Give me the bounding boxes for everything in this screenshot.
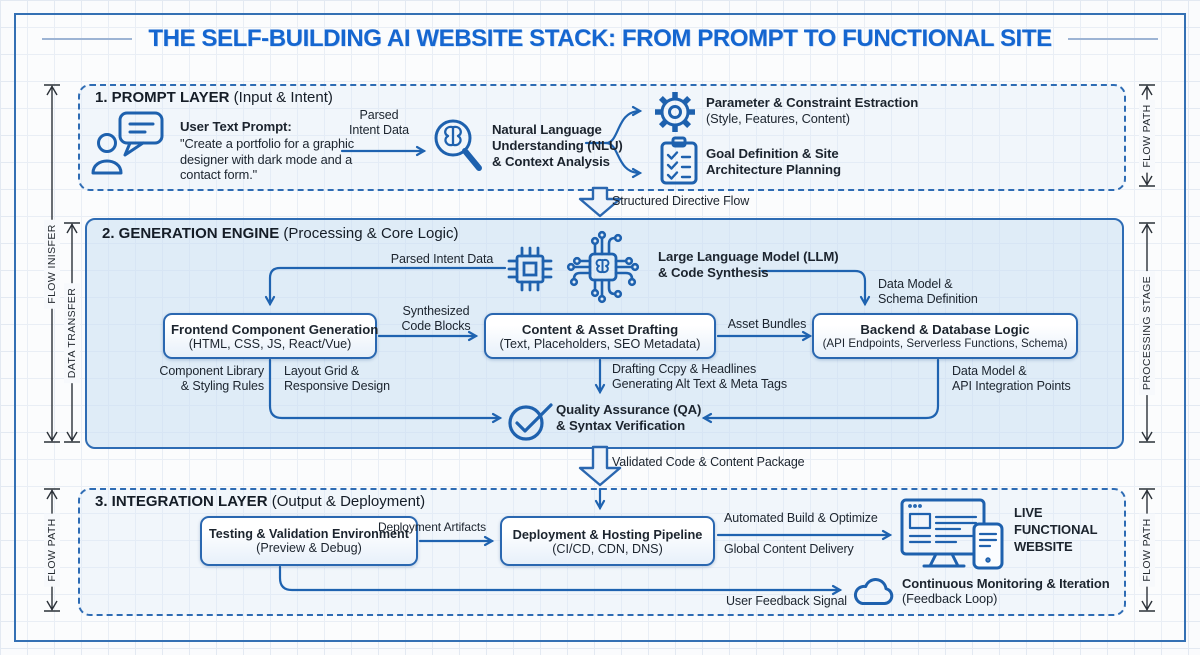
gear-icon	[655, 92, 695, 132]
dim-left-data-transfer: DATA TRANSFER	[60, 222, 84, 443]
page-title: THE SELF-BUILDING AI WEBSITE STACK: FROM…	[148, 25, 1052, 52]
testing-validation-title: Testing & Validation Environment	[209, 527, 409, 541]
deployment-pipeline-subtitle: (CI/CD, CDN, DNS)	[552, 541, 663, 556]
backend-logic-title: Backend & Database Logic	[860, 322, 1030, 337]
title-rule-right	[1067, 38, 1159, 40]
dim-label-flow-path-left: FLOW PATH	[44, 513, 60, 587]
frontend-generation-title: Frontend Component Generation	[171, 321, 379, 337]
layer3-heading-sub: (Output & Deployment)	[267, 493, 426, 510]
layer1-heading-sub: (Input & Intent)	[229, 89, 333, 106]
layer-prompt	[78, 84, 1126, 191]
asset-bundles-label: Asset Bundles	[727, 317, 807, 331]
dim-label-flow-path-top: FLOW PATH	[1139, 98, 1155, 173]
parameter-extraction-title: Parameter & Constraint Estraction	[706, 95, 919, 110]
api-integration-note: Data Model & API Integration Points	[952, 364, 1071, 394]
nlu-magnifier-brain-icon	[434, 119, 482, 171]
dim-label-processing-stage: PROCESSING STAGE	[1139, 270, 1155, 395]
frontend-generation-subtitle: (HTML, CSS, JS, React/Vue)	[188, 336, 352, 351]
dim-label-flow-path-bottom: FLOW PATH	[1139, 513, 1155, 587]
dim-label-data-transfer: DATA TRANSFER	[64, 282, 80, 383]
backend-logic-subtitle: (API Endpoints, Serverless Functions, Sc…	[822, 337, 1068, 350]
content-drafting-title: Content & Asset Drafting	[521, 321, 679, 337]
deployment-pipeline-box: Deployment & Hosting Pipeline (CI/CD, CD…	[500, 516, 715, 566]
clipboard-checklist-icon	[660, 136, 698, 185]
monitoring-sub: (Feedback Loop)	[902, 591, 998, 606]
content-drafting-box: Content & Asset Drafting (Text, Placehol…	[484, 313, 716, 359]
user-chat-icon	[91, 111, 164, 175]
layer2-heading: 2. GENERATION ENGINE (Processing & Core …	[102, 225, 459, 242]
synthesized-code-blocks-label: Synthesized Code Blocks	[401, 304, 471, 334]
user-prompt-text: "Create a portfolio for a graphic design…	[180, 136, 355, 183]
layer3-heading-number: 3. INTEGRATION LAYER	[95, 493, 268, 510]
dim-right-flow-path-bottom: FLOW PATH	[1135, 488, 1159, 612]
user-feedback-label: User Feedback Signal	[726, 594, 847, 608]
dim-label-flow-transfer: FLOW INISFER	[44, 218, 60, 309]
testing-validation-box: Testing & Validation Environment (Previe…	[200, 516, 418, 566]
component-library-note: Component Library & Styling Rules	[159, 364, 264, 394]
dim-right-processing-stage: PROCESSING STAGE	[1135, 222, 1159, 443]
layout-grid-note: Layout Grid & Responsive Design	[284, 364, 390, 394]
drafting-copy-note: Drafting Ccpy & Headlines Generating Alt…	[612, 362, 788, 392]
layer1-heading-number: 1. PROMPT LAYER	[95, 89, 230, 106]
live-website-devices-icon	[900, 498, 1004, 570]
goal-definition-title: Goal Definition & Site Architecture Plan…	[706, 146, 841, 178]
schema-definition-label: Data Model & Schema Definition	[878, 277, 978, 307]
parameter-extraction-sub: (Style, Features, Content)	[706, 111, 850, 126]
llm-title: Large Language Model (LLM) & Code Synthe…	[658, 249, 839, 281]
deployment-pipeline-title: Deployment & Hosting Pipeline	[512, 526, 703, 542]
content-drafting-subtitle: (Text, Placeholders, SEO Metadata)	[499, 336, 701, 351]
live-website-label: LIVE FUNCTIONAL WEBSITE	[1014, 505, 1098, 554]
dim-left-flow-transfer: FLOW INISFER	[40, 84, 64, 443]
layer2-heading-sub: (Processing & Core Logic)	[279, 225, 459, 242]
parsed-intent-data-label: Parsed Intent Data	[390, 252, 494, 266]
structured-directive-flow-label: Structured Directive Flow	[612, 194, 750, 208]
frontend-generation-box: Frontend Component Generation (HTML, CSS…	[163, 313, 379, 359]
dim-left-flow-path: FLOW PATH	[40, 488, 64, 612]
layer2-heading-number: 2. GENERATION ENGINE	[102, 225, 280, 242]
qa-title: Quality Assurance (QA) & Syntax Verifica…	[556, 402, 702, 434]
chip-icon	[507, 246, 553, 292]
layer1-heading: 1. PROMPT LAYER (Input & Intent)	[95, 89, 333, 106]
dim-right-flow-path-top: FLOW PATH	[1135, 84, 1159, 187]
monitoring-title: Continuous Monitoring & Iteration	[902, 576, 1110, 591]
nlu-title: Natural Language Understanding (NLU) & C…	[492, 122, 623, 170]
cloud-icon	[853, 578, 894, 605]
title-row: THE SELF-BUILDING AI WEBSITE STACK: FROM…	[42, 25, 1159, 53]
validated-package-label: Validated Code & Content Package	[612, 455, 805, 469]
automated-build-label: Automated Build & Optimize	[724, 511, 878, 525]
layer3-heading: 3. INTEGRATION LAYER (Output & Deploymen…	[95, 493, 425, 510]
parsed-intent-arrow-label: Parsed Intent Data	[348, 108, 410, 138]
ai-brain-chip-icon	[566, 230, 640, 304]
testing-validation-subtitle: (Preview & Debug)	[256, 541, 362, 555]
deployment-artifacts-label: Deployment Artifacts	[377, 520, 487, 534]
qa-check-icon	[508, 403, 553, 441]
user-prompt-title: User Text Prompt:	[180, 119, 292, 134]
title-rule-left	[42, 38, 133, 40]
backend-logic-box: Backend & Database Logic (API Endpoints,…	[812, 313, 1078, 359]
global-delivery-label: Global Content Delivery	[724, 542, 854, 556]
